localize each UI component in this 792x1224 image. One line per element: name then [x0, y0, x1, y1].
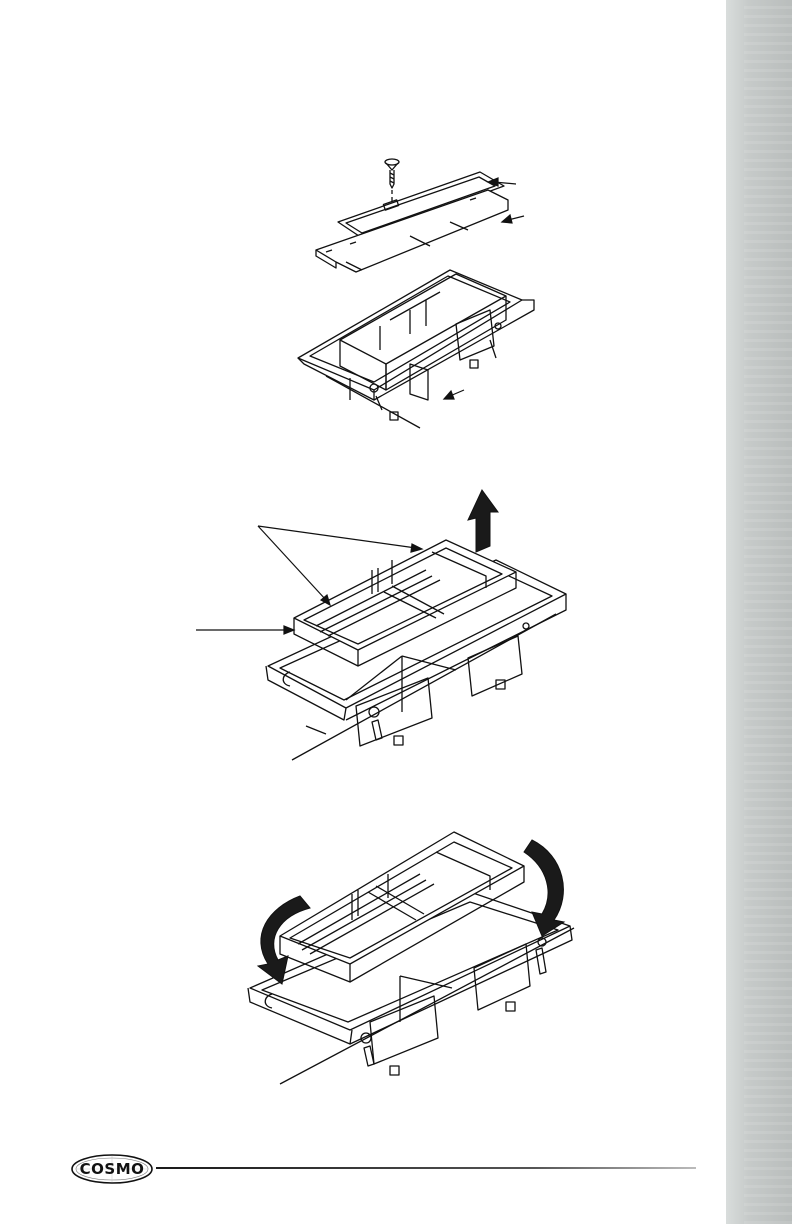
- brand-logo-text: COSMO: [70, 1153, 154, 1185]
- pointer-arrow-icon: [196, 626, 294, 634]
- figure-2-lift-filter: [196, 490, 576, 760]
- lift-up-arrow-icon: [468, 490, 498, 552]
- drip-tray-housing-icon: [298, 270, 534, 428]
- pointer-arrow-icon: [502, 215, 524, 223]
- figure-3-rotate-filter: [240, 816, 590, 1086]
- pointer-arrow-icon: [444, 390, 464, 399]
- pointer-arrow-icon: [258, 526, 330, 605]
- figure-1-exploded-cover: [290, 150, 550, 430]
- screw-icon: [385, 159, 399, 188]
- brand-logo: COSMO: [70, 1153, 154, 1185]
- footer-rule: [156, 1167, 696, 1169]
- side-tab: [726, 0, 792, 1224]
- pointer-arrow-icon: [258, 526, 422, 552]
